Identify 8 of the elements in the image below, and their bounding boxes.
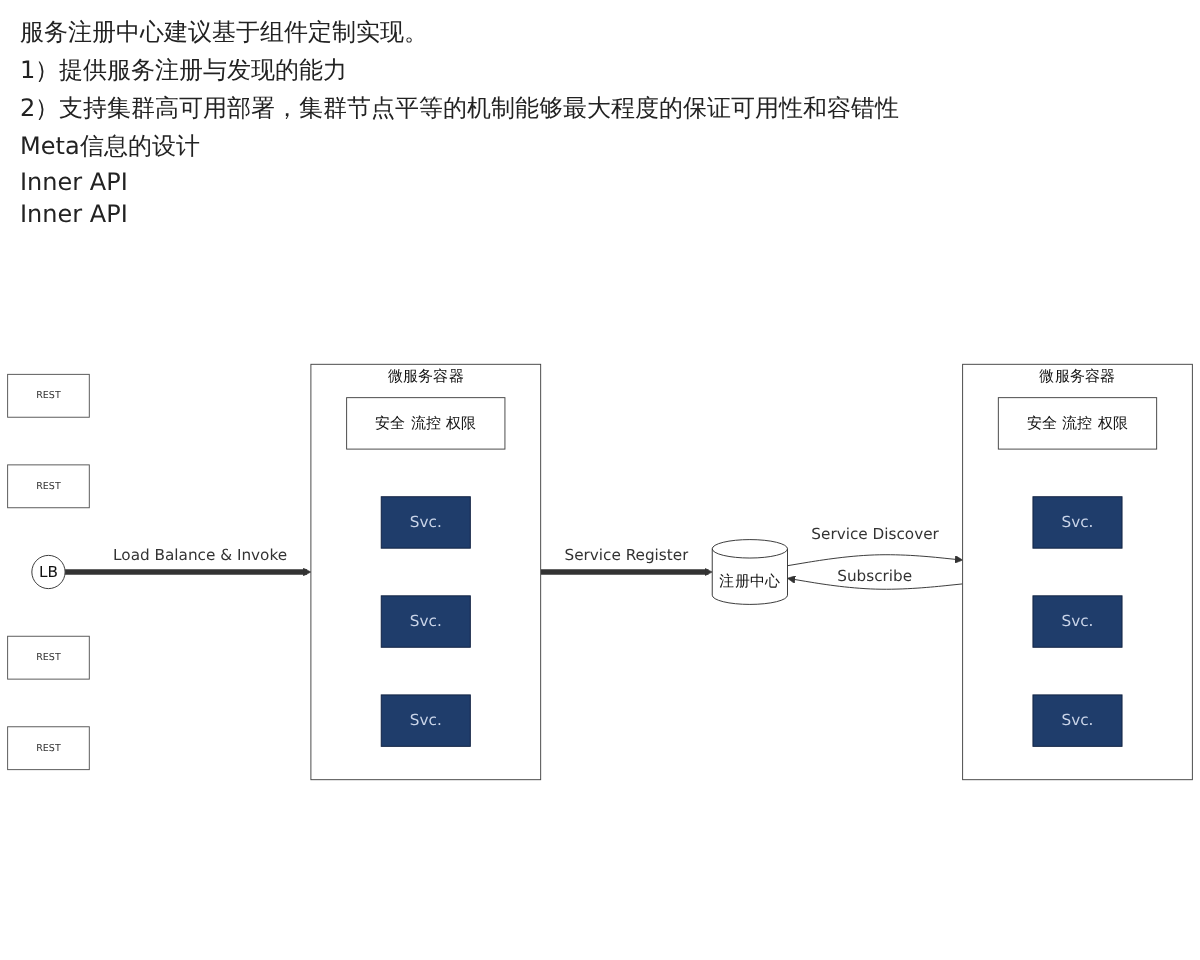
note-text: Meta信息的设计 xyxy=(20,130,202,164)
arrow xyxy=(65,567,312,577)
note-text: Inner API xyxy=(20,168,130,196)
arrow xyxy=(540,567,713,577)
note-text: 1）提供服务注册与发现的能力 xyxy=(20,54,350,88)
note-text: Inner API xyxy=(20,200,130,228)
note-text: 服务注册中心建议基于组件定制实现。 xyxy=(20,16,430,50)
note-text: 2）支持集群高可用部署，集群节点平等的机制能够最大程度的保证可用性和容错性 xyxy=(20,92,902,126)
